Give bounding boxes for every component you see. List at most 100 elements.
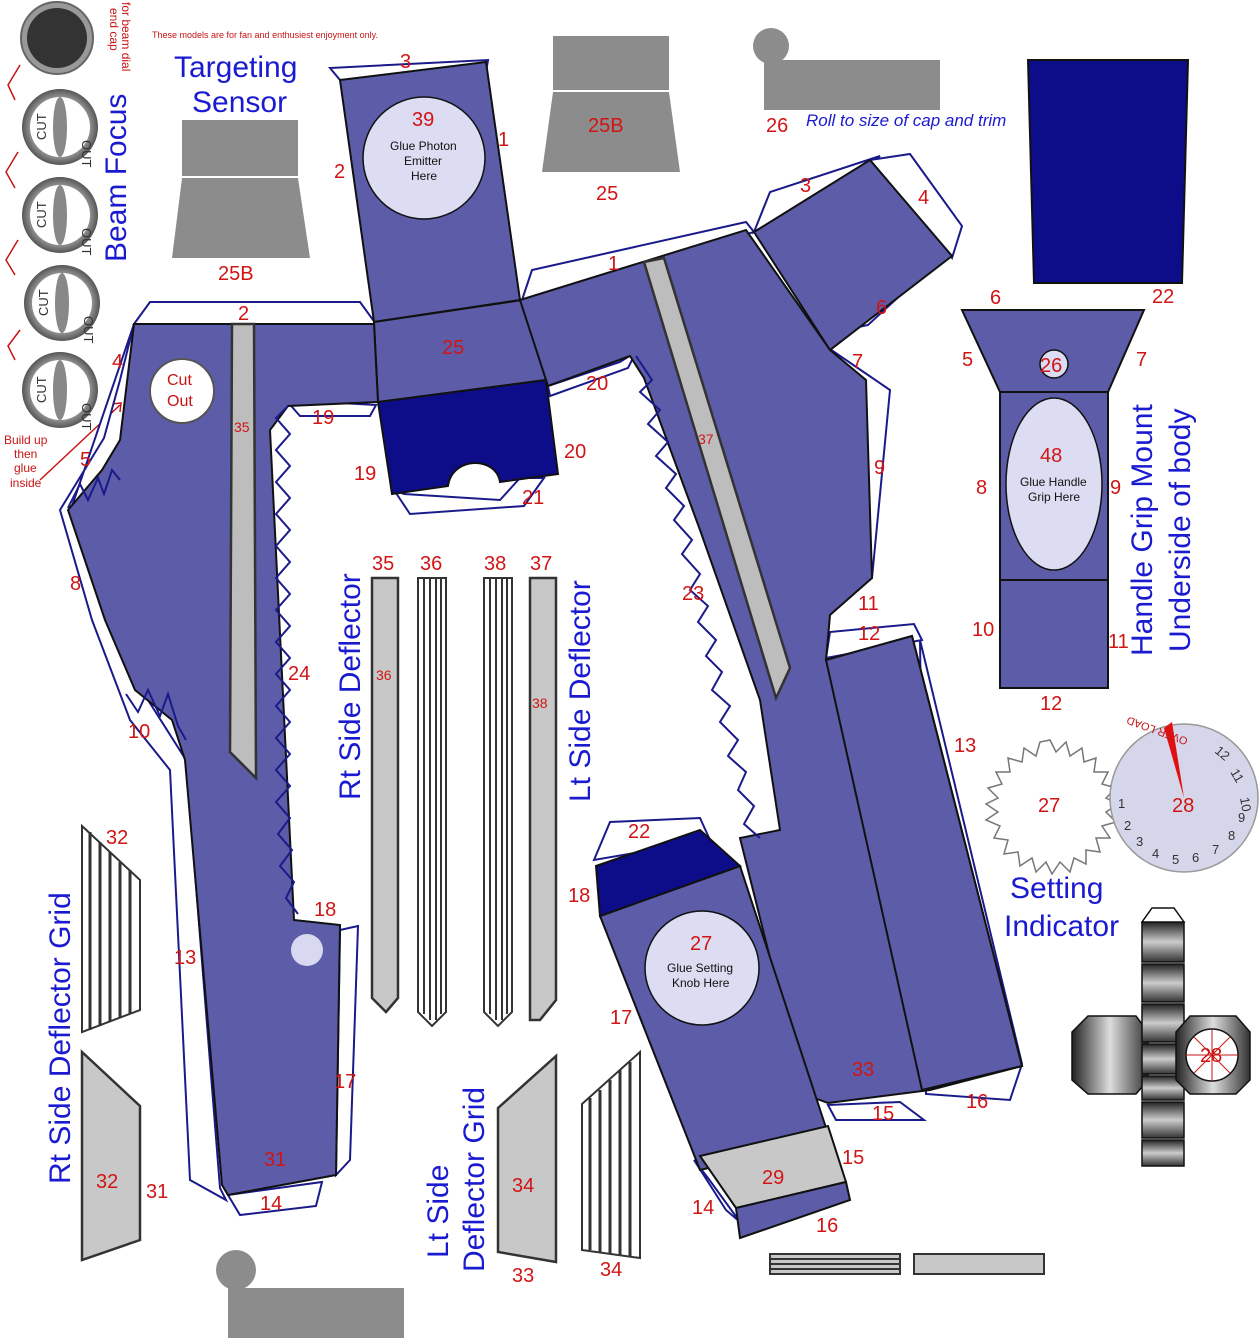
dial-number-5: 5 <box>1172 852 1179 867</box>
label-16-lower: 16 <box>816 1215 838 1237</box>
beam-focus-title: Beam Focus <box>100 94 133 262</box>
part-19-21-block <box>376 378 560 496</box>
label-14-left: 14 <box>260 1193 282 1215</box>
label-35-inner: 35 <box>234 419 250 435</box>
label-34-panel: 34 <box>512 1175 534 1197</box>
part-32-panel <box>80 1049 142 1262</box>
targeting-sensor-title-2: Sensor <box>192 86 287 119</box>
cut-out-note-2: Out <box>167 393 193 410</box>
glue-handle-note-1: Glue Handle <box>1020 475 1087 489</box>
dial-number-3: 3 <box>1136 834 1143 849</box>
dial-number-10: 10 <box>1237 796 1254 813</box>
part-18-22-dark <box>594 828 742 918</box>
part-34-grid <box>581 1049 641 1260</box>
end-cap-label-2: for beam dial <box>119 2 133 71</box>
label-1-right: 1 <box>608 253 619 275</box>
label-37-inner: 37 <box>698 431 714 447</box>
glue-setting-note-2: Knob Here <box>672 976 730 990</box>
label-31-panel: 31 <box>146 1181 168 1203</box>
lt-side-deflector-grid-title-1: Lt Side <box>422 1165 455 1258</box>
label-23: 23 <box>682 583 704 605</box>
part-25b-left <box>172 120 310 258</box>
label-13-right: 13 <box>954 735 976 757</box>
label-22-knob: 22 <box>628 821 650 843</box>
handle-grip-title-1: Handle Grip Mount <box>1126 404 1159 656</box>
cut-out-circle <box>149 358 215 424</box>
rt-side-deflector-title: Rt Side Deflector <box>334 573 367 800</box>
label-9-handle: 9 <box>1110 477 1121 499</box>
part-38-strip <box>483 577 513 1028</box>
dial-number-8: 8 <box>1228 828 1235 843</box>
label-4-left: 4 <box>112 351 123 373</box>
glue-photon-note-1: Glue Photon <box>390 139 457 153</box>
label-12-right: 12 <box>858 623 880 645</box>
part-label-25b-top: 25B <box>588 115 624 137</box>
label-16-right: 16 <box>966 1091 988 1113</box>
label-19-lower: 19 <box>354 463 376 485</box>
label-3-top: 3 <box>400 51 411 73</box>
build-up-arrows <box>5 64 122 481</box>
dial-out-label-1: OUT <box>79 140 94 168</box>
part-36-strip <box>417 577 447 1028</box>
part-32-grid <box>81 823 141 1034</box>
glue-photon-note-2: Emitter <box>404 154 442 168</box>
label-1-top: 1 <box>498 129 509 151</box>
part-26-roll-strip <box>753 28 940 110</box>
label-17-left: 17 <box>334 1071 356 1093</box>
setting-indicator-title-1: Setting <box>1010 872 1103 905</box>
label-24: 24 <box>288 663 310 685</box>
disclaimer-text: These models are for fan and enthusiest … <box>152 30 378 40</box>
small-dot <box>291 934 323 966</box>
label-15-lower: 15 <box>842 1147 864 1169</box>
dial-out-label-3: OUT <box>81 316 96 344</box>
label-5-left: 5 <box>80 449 91 471</box>
part-3-4-6-block <box>752 158 954 352</box>
label-34-grid: 34 <box>600 1259 622 1281</box>
part-label-27-gear: 27 <box>1038 795 1060 817</box>
lt-side-deflector-title: Lt Side Deflector <box>564 580 597 802</box>
glue-photon-circle <box>362 96 486 220</box>
dial-cut-label-2: CUT <box>34 201 49 228</box>
label-33-panel: 33 <box>512 1265 534 1287</box>
part-22-panel <box>1026 59 1190 284</box>
bottom-roll-strip <box>216 1250 404 1338</box>
label-27-knob: 27 <box>690 933 712 955</box>
label-35-strip: 35 <box>372 553 394 575</box>
zigzag-5 <box>67 467 121 509</box>
label-37-strip: 37 <box>530 553 552 575</box>
dial-number-7: 7 <box>1212 842 1219 857</box>
glue-handle-note-2: Grip Here <box>1028 490 1080 504</box>
beam-focus-dial-1 <box>22 89 98 165</box>
handle-grip-title-2: Underside of body <box>1164 409 1197 653</box>
label-32-panel: 32 <box>96 1171 118 1193</box>
roll-to-size-note: Roll to size of cap and trim <box>806 111 1006 130</box>
glue-setting-note-1: Glue Setting <box>667 961 733 975</box>
label-14-lower: 14 <box>692 1197 714 1219</box>
label-10-handle: 10 <box>972 619 994 641</box>
label-38-inner: 38 <box>532 695 548 711</box>
label-8-handle: 8 <box>976 477 987 499</box>
label-18-knob: 18 <box>568 885 590 907</box>
build-up-label-1: Build up <box>4 433 48 447</box>
part-number-labels: 3 1 2 39 25 2 4 5 8 10 13 31 14 17 18 24… <box>70 51 1147 1287</box>
label-13-left: 13 <box>174 947 196 969</box>
dial-number-2: 2 <box>1124 818 1131 833</box>
knob-net <box>1071 907 1251 1167</box>
dial-number-1: 1 <box>1118 796 1125 811</box>
part-13-panel <box>824 634 1024 1092</box>
part-label-26-strip: 26 <box>766 115 788 137</box>
zigzag-23 <box>635 355 761 839</box>
cut-out-note-1: Cut <box>167 372 192 389</box>
label-11-handle: 11 <box>1108 631 1129 653</box>
label-8-left: 8 <box>70 573 81 595</box>
dial-number-9: 9 <box>1238 810 1245 825</box>
label-29: 29 <box>762 1167 784 1189</box>
part-label-28-dial: 28 <box>1172 795 1194 817</box>
beam-focus-dial-2 <box>22 177 98 253</box>
label-20-upper: 20 <box>586 373 608 395</box>
label-38-strip: 38 <box>484 553 506 575</box>
glue-setting-circle <box>644 910 760 1026</box>
label-12-handle: 12 <box>1040 693 1062 715</box>
setting-indicator-title-2: Indicator <box>1004 910 1119 943</box>
